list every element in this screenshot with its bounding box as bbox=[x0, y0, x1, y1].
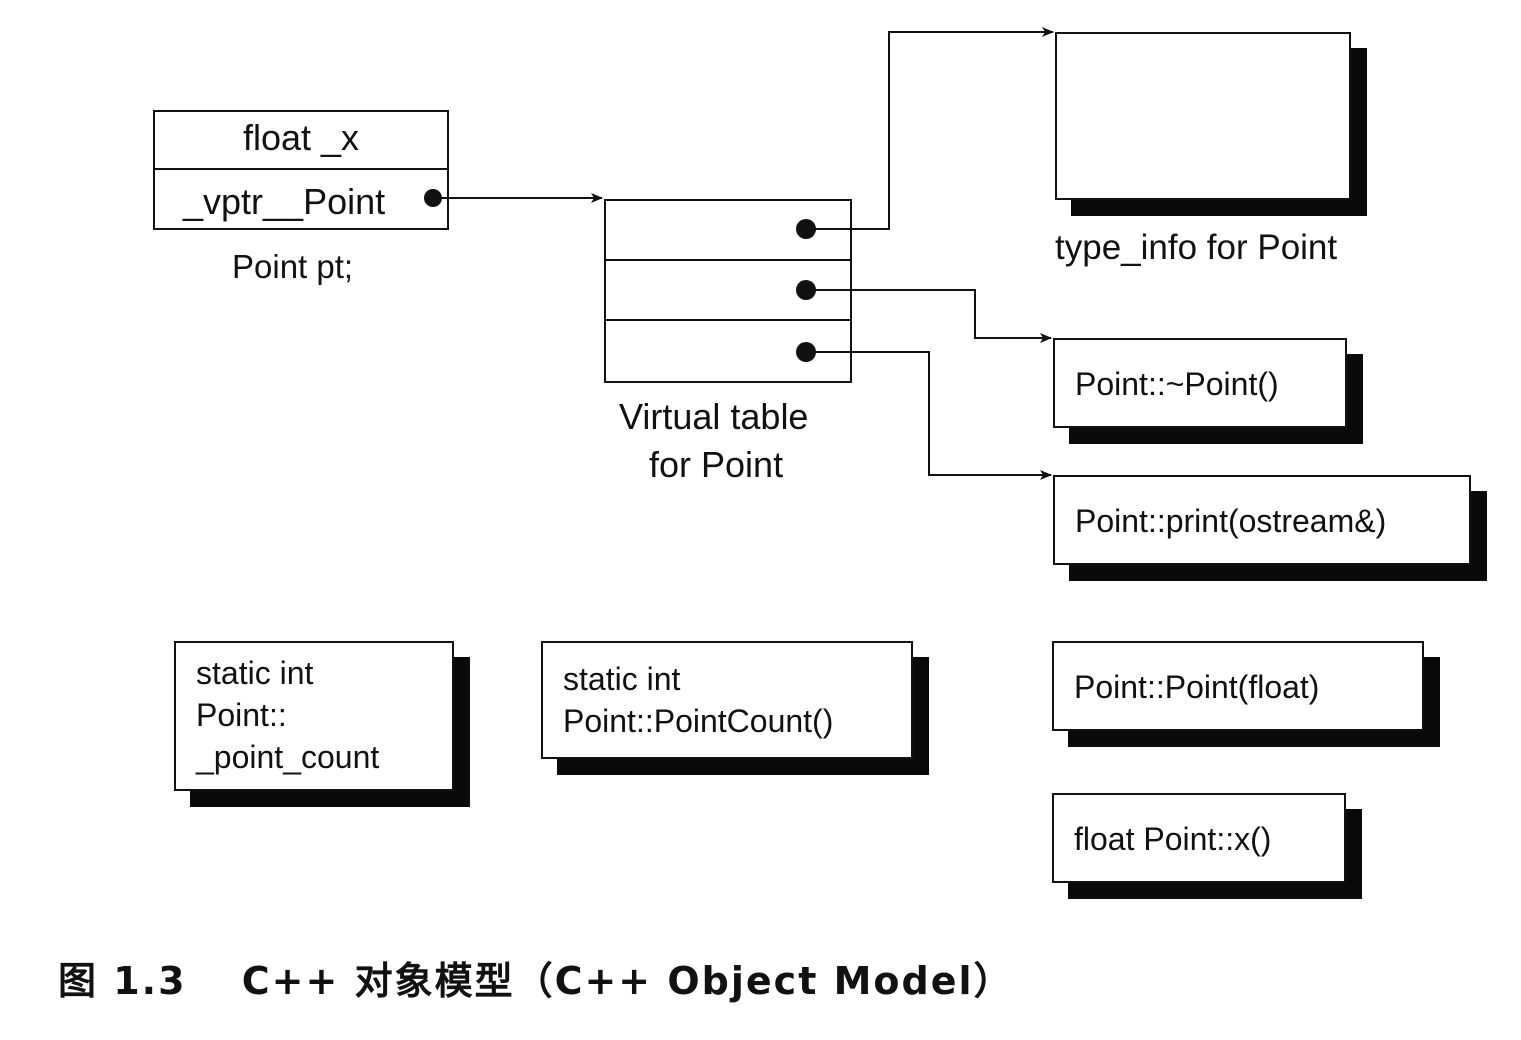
vtable-slot-1 bbox=[606, 201, 850, 261]
static-function-line2: Point::PointCount() bbox=[563, 703, 834, 739]
static-member-line1: static int bbox=[196, 655, 314, 691]
point-object: float _x _vptr__Point bbox=[153, 110, 449, 230]
static-member-box: static int Point:: _point_count bbox=[174, 641, 454, 791]
static-function-line1: static int bbox=[563, 661, 681, 697]
static-member-line2: Point:: bbox=[196, 697, 287, 733]
print-label: Point::print(ostream&) bbox=[1075, 503, 1387, 539]
field-vptr: _vptr__Point bbox=[155, 174, 447, 228]
figure-caption: 图 1.3 C++ 对象模型（C++ Object Model） bbox=[58, 959, 1014, 1003]
vtable-dot-2 bbox=[796, 280, 816, 300]
x-accessor-label: float Point::x() bbox=[1074, 821, 1272, 857]
constructor-box: Point::Point(float) bbox=[1052, 641, 1424, 731]
destructor-arrow bbox=[806, 289, 1052, 343]
object-caption: Point pt; bbox=[232, 248, 354, 285]
vtable-caption-line2: for Point bbox=[649, 444, 784, 485]
vptr-dot bbox=[424, 189, 442, 207]
vtable-slot-2 bbox=[606, 261, 850, 321]
field-float-x-label: float _x bbox=[242, 117, 360, 158]
destructor-box: Point::~Point() bbox=[1053, 338, 1347, 428]
vtable-caption-line1: Virtual table bbox=[619, 396, 809, 437]
field-float-x: float _x bbox=[155, 112, 447, 170]
type-info-arrow bbox=[806, 27, 1054, 230]
constructor-label: Point::Point(float) bbox=[1074, 669, 1320, 705]
field-vptr-label: _vptr__Point bbox=[183, 181, 386, 222]
x-accessor-box: float Point::x() bbox=[1052, 793, 1346, 883]
static-member-line3: _point_count bbox=[196, 739, 380, 775]
vtable-dot-3 bbox=[796, 342, 816, 362]
print-box: Point::print(ostream&) bbox=[1053, 475, 1471, 565]
type-info-box bbox=[1055, 32, 1351, 200]
destructor-label: Point::~Point() bbox=[1075, 366, 1279, 402]
type-info-caption: type_info for Point bbox=[1055, 228, 1338, 267]
print-arrow bbox=[806, 351, 1052, 480]
static-function-box: static int Point::PointCount() bbox=[541, 641, 913, 759]
vtable-dot-1 bbox=[796, 219, 816, 239]
